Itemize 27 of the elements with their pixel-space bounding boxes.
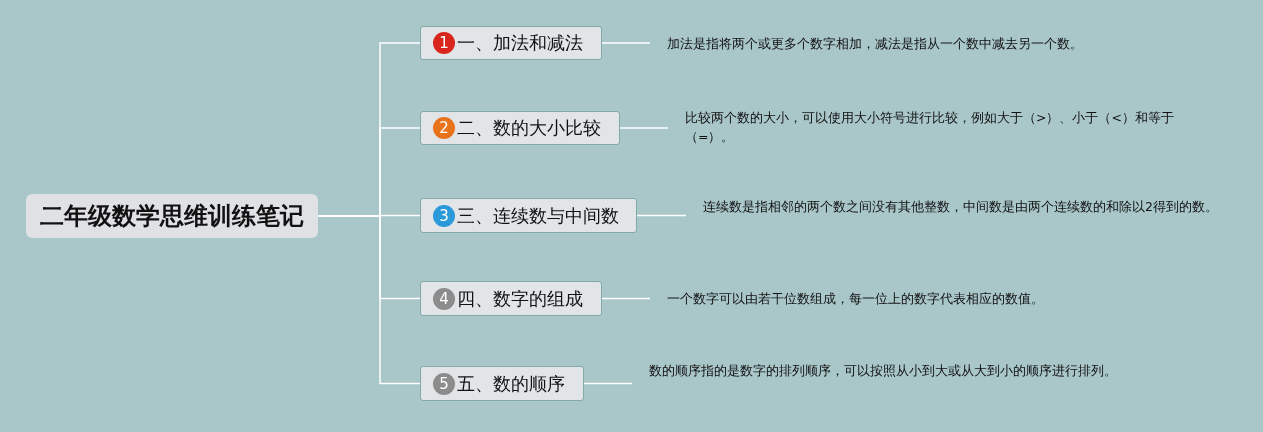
description-text: 连续数是指相邻的两个数之间没有其他整数，中间数是由两个连续数的和除以2得到的数。 — [703, 198, 1218, 216]
topic-label: 五、数的顺序 — [457, 371, 565, 396]
connector-line — [601, 297, 651, 300]
connector-line — [619, 127, 669, 129]
number-badge: 3 — [433, 204, 455, 227]
topic-label: 一、加法和减法 — [457, 31, 583, 55]
connector-line — [601, 42, 651, 44]
description-text: 比较两个数的大小，可以使用大小符号进行比较，例如大于（>）、小于（<）和等于（=）。 — [685, 109, 1175, 146]
description-text: 加法是指将两个或更多个数字相加，减法是指从一个数中减去另一个数。 — [667, 35, 1083, 53]
topic-label: 三、连续数与中间数 — [457, 203, 619, 228]
number-badge: 1 — [433, 32, 455, 54]
topic-box — [420, 281, 602, 316]
number-badge: 5 — [433, 372, 455, 395]
topic-box — [26, 194, 318, 238]
number-badge: 2 — [433, 117, 455, 139]
topic-box — [420, 366, 584, 401]
topic-box — [420, 26, 602, 60]
number-badge: 4 — [433, 287, 455, 310]
connector-line — [636, 214, 687, 217]
description-text: 数的顺序指的是数字的排列顺序，可以按照从小到大或从大到小的顺序进行排列。 — [649, 362, 1117, 380]
topic-label: 二、数的大小比较 — [457, 116, 601, 140]
topic-label: 四、数字的组成 — [457, 286, 583, 311]
topic-box — [420, 198, 637, 233]
topic-box — [420, 111, 620, 145]
description-text: 一个数字可以由若干位数组成，每一位上的数字代表相应的数值。 — [667, 290, 1044, 308]
title-text: 二年级数学思维训练笔记 — [40, 201, 304, 232]
connector-line — [583, 382, 633, 385]
